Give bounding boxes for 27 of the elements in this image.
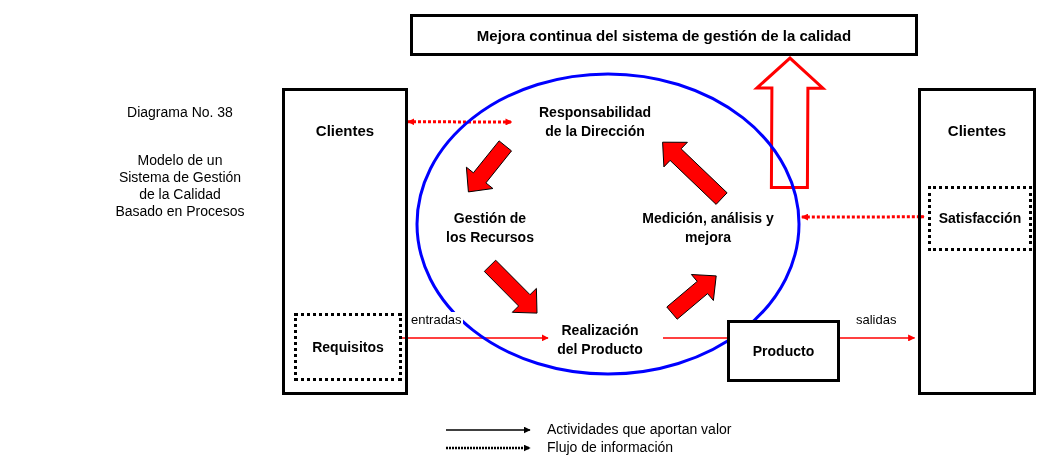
- process-label: Responsabilidad de la Dirección: [530, 101, 660, 143]
- legend-text: Flujo de información: [547, 439, 674, 456]
- diagram-caption: Modelo de un Sistema de Gestión de la Calidad Basado en Procesos: [115, 152, 245, 220]
- block-arrow: [483, 259, 538, 314]
- process-label: Gestión de los Recursos: [445, 207, 535, 249]
- requirement-box: Requisitos: [294, 313, 402, 381]
- block-arrow: [662, 141, 728, 205]
- block-arrow: [465, 140, 512, 193]
- dotted-arrow: [801, 213, 925, 221]
- client-panel: [918, 88, 1036, 395]
- panel-heading: Clientes: [946, 121, 1008, 140]
- legend-text: Actividades que aportan valor: [547, 421, 732, 438]
- block-arrow: [753, 56, 827, 190]
- process-label: Realización del Producto: [550, 319, 650, 361]
- client-panel: [282, 88, 408, 395]
- diagram-number: Diagrama No. 38: [126, 104, 234, 121]
- edge-label: entradas: [410, 312, 463, 327]
- banner-box: Mejora continua del sistema de gestión de la calidad: [410, 14, 918, 56]
- block-arrow: [666, 274, 717, 320]
- panel-heading: Clientes: [314, 121, 376, 140]
- edge-label: salidas: [855, 312, 898, 327]
- arrow: [839, 334, 916, 342]
- dotted-arrow: [407, 118, 513, 126]
- process-label: Medición, análisis y mejora: [640, 207, 776, 249]
- product-box: Producto: [727, 320, 840, 382]
- satisfaction-box: Satisfacción: [928, 186, 1032, 251]
- connector-line: [662, 337, 728, 339]
